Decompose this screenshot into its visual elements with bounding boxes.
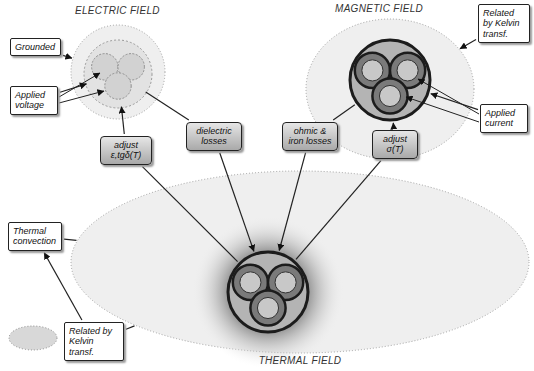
connector [63, 55, 72, 58]
current-branch [418, 79, 479, 114]
box-text: Related by Kelvin transf. [69, 326, 119, 357]
electric-field-region: ELECTRIC FIELD [70, 24, 166, 120]
callout-box: Applied voltage [10, 86, 58, 115]
callout-box: Related by Kelvin transf. [64, 322, 124, 361]
box-text: dielectric losses [191, 126, 237, 147]
callout-box: Applied current [480, 104, 528, 133]
connector [220, 153, 254, 252]
connector [126, 326, 135, 329]
thermal-field-region: THERMAL FIELD [70, 170, 530, 354]
connector [279, 153, 305, 251]
connector [60, 84, 87, 92]
connector [333, 105, 355, 120]
connector [64, 239, 77, 240]
field-title: ELECTRIC FIELD [75, 5, 160, 16]
field-title: THERMAL FIELD [70, 355, 530, 366]
connector [142, 167, 237, 262]
connector [393, 123, 395, 128]
connector [121, 107, 124, 134]
connector [431, 94, 478, 110]
connector [460, 40, 476, 49]
field-title: MAGNETIC FIELD [335, 3, 423, 14]
callout-box: Related by Kelvin transf. [478, 4, 530, 43]
box-text: Applied current [485, 108, 523, 129]
callout-box: Thermal convection [8, 222, 62, 251]
voltage-branch [59, 91, 104, 103]
connector [44, 253, 82, 320]
box-text: Grounded [15, 42, 56, 52]
field-outline [70, 170, 530, 354]
coupling-box: ohmic & iron losses [282, 122, 338, 151]
field-outline [70, 24, 166, 120]
coupling-box: adjust ε,tgδ(T) [100, 136, 152, 165]
box-text: Related by Kelvin transf. [483, 8, 525, 39]
callout-box: Grounded [10, 38, 61, 56]
box-text: adjust ε,tgδ(T) [105, 140, 147, 161]
connector [296, 161, 381, 260]
coupling-box: adjust σ(T) [372, 130, 418, 159]
connector [146, 92, 189, 120]
current-branch [406, 97, 479, 122]
box-text: Thermal convection [13, 226, 57, 247]
box-text: adjust σ(T) [377, 134, 413, 155]
box-text: ohmic & iron losses [287, 126, 333, 147]
box-text: Applied voltage [15, 90, 53, 111]
coupling-box: dielectric losses [186, 122, 242, 151]
boundary-patch [9, 326, 57, 350]
